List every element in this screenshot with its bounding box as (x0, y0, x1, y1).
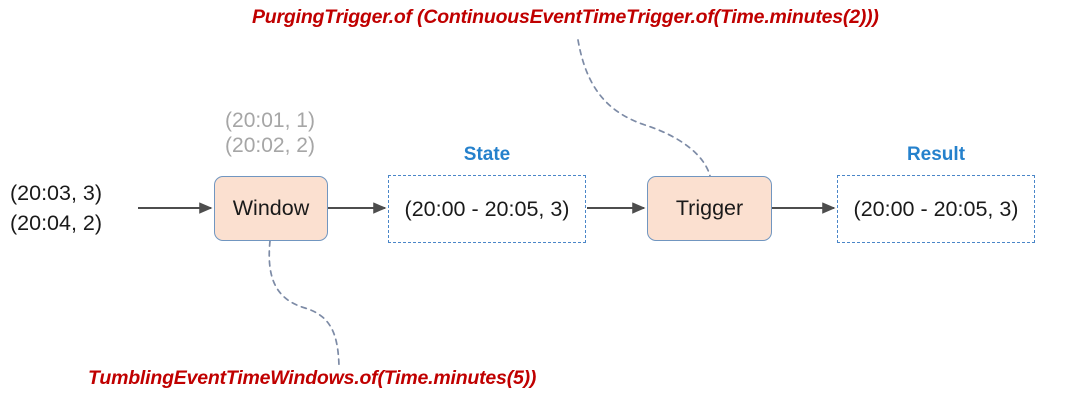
node-window-label: Window (232, 196, 310, 220)
node-state[interactable]: (20:00 - 20:05, 3) (388, 175, 586, 243)
late-event-2: (20:02, 2) (225, 134, 315, 157)
node-result-value: (20:00 - 20:05, 3) (853, 196, 1019, 221)
annotation-bottom-window: TumblingEventTimeWindows.of(Time.minutes… (88, 367, 537, 389)
node-window[interactable]: Window (214, 176, 328, 241)
input-events-group: (20:03, 3) (20:04, 2) (10, 178, 102, 238)
dashed-connector-trigger (577, 39, 711, 177)
late-event-1: (20:01, 1) (225, 109, 315, 132)
late-events-group: (20:01, 1) (20:02, 2) (205, 108, 335, 158)
label-result: Result (906, 144, 966, 165)
node-state-value: (20:00 - 20:05, 3) (404, 196, 570, 221)
dashed-connector-window (268, 240, 340, 367)
node-trigger[interactable]: Trigger (647, 176, 772, 241)
label-state: State (463, 144, 511, 165)
input-event-2: (20:04, 2) (10, 211, 103, 235)
node-result[interactable]: (20:00 - 20:05, 3) (837, 175, 1035, 243)
node-trigger-label: Trigger (675, 196, 744, 220)
annotation-top-trigger: PurgingTrigger.of (ContinuousEventTimeTr… (252, 6, 879, 28)
input-event-1: (20:03, 3) (10, 181, 103, 205)
